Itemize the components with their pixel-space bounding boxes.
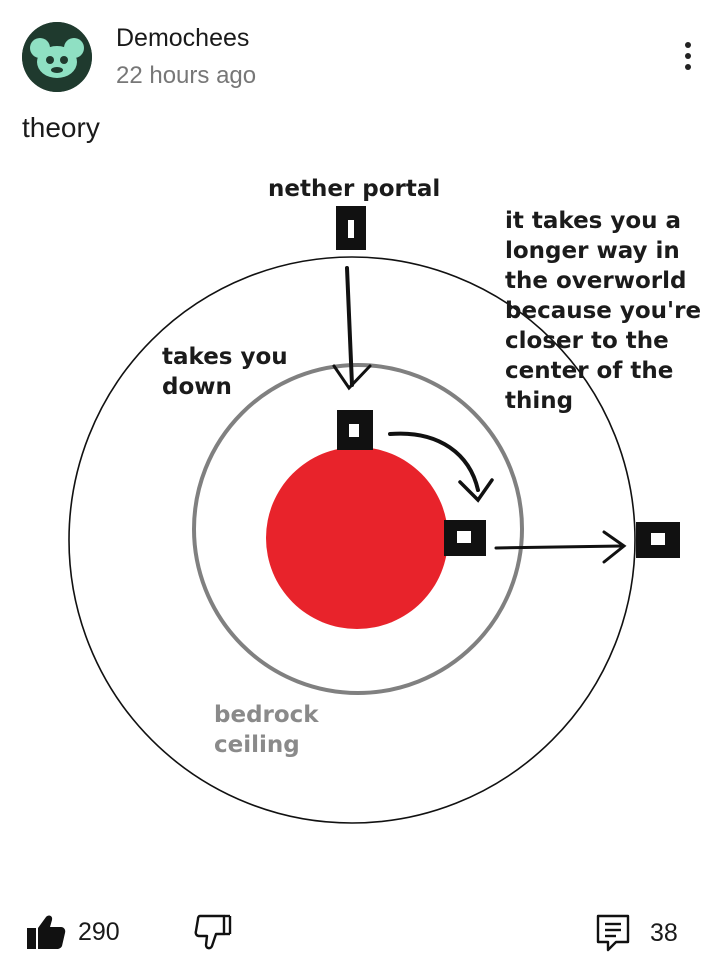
comment-button[interactable]: 38	[596, 914, 678, 952]
avatar-creature-icon	[22, 22, 92, 92]
avatar[interactable]	[22, 22, 92, 92]
label-takes-you-down: takes you down	[162, 344, 288, 400]
outer-ring	[68, 256, 636, 824]
like-button[interactable]: 290	[26, 914, 120, 950]
like-count: 290	[78, 917, 120, 946]
comment-count: 38	[650, 918, 678, 947]
label-bedrock-ceiling: bedrock ceiling	[214, 702, 319, 758]
arrow-right	[494, 530, 627, 564]
post-actions: 290 38	[0, 900, 716, 970]
label-nether-portal: nether portal	[268, 176, 441, 202]
thumbs-up-icon	[27, 915, 66, 949]
post-image[interactable]: nether portal takes you down it takes yo…	[0, 160, 716, 880]
core-circle	[266, 447, 448, 629]
post-time: 22 hours ago	[116, 62, 257, 89]
thumbs-down-icon	[194, 914, 232, 950]
post-header: Demochees 22 hours ago	[22, 22, 702, 94]
portal-outer-right	[636, 522, 680, 558]
post-text: theory	[22, 112, 100, 143]
dislike-button[interactable]	[194, 914, 232, 950]
arrow-down	[332, 266, 372, 391]
more-options-icon[interactable]	[682, 42, 694, 76]
diagram	[68, 206, 680, 824]
author-name[interactable]: Demochees	[116, 24, 250, 52]
arrow-curve	[388, 431, 494, 503]
portal-inner	[337, 410, 373, 450]
label-explanation: it takes you a longer way in the overwor…	[505, 208, 702, 414]
portal-top	[336, 206, 366, 250]
portal-inner-right	[444, 520, 486, 556]
inner-ring	[192, 363, 524, 695]
comment-icon	[596, 914, 630, 952]
